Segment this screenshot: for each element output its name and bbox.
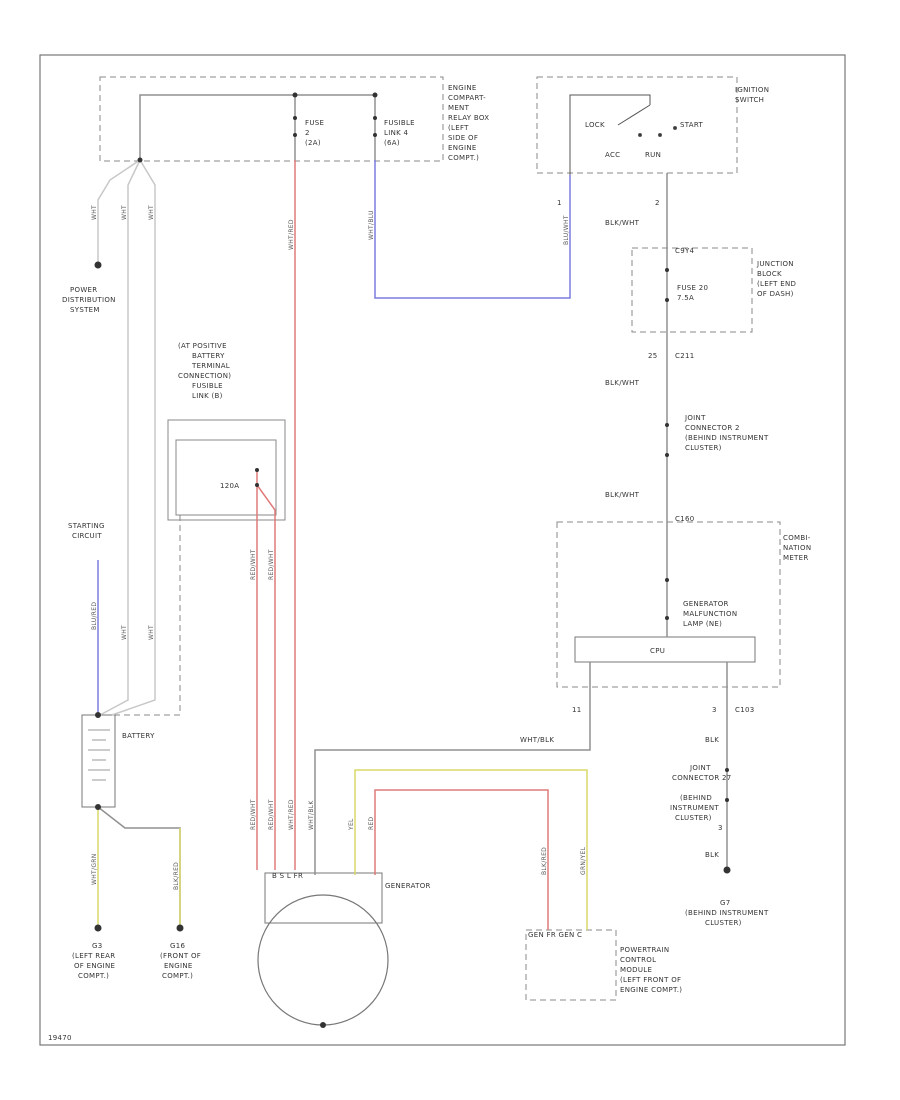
wire-label-blu-red: BLU/RED [91,602,98,630]
wire-label-wht-red-2: WHT/RED [288,799,295,830]
wire-120a-to-generator-2 [256,484,276,870]
cpu-label: CPU [650,647,665,655]
wire-label-wht-blu: WHT/BLU [368,210,375,240]
wire-label-wht-pd: WHT [91,205,98,220]
generator-label: GENERATOR [385,882,431,890]
wire-label-blk-1: BLK [705,736,719,744]
wire-label-yel: YEL [348,818,355,831]
ignition-switch-contacts [569,94,677,175]
wire-label-wht-grn: WHT/GRN [91,853,98,885]
splice-points [94,92,731,1028]
wire-label-red-wht-3: RED/WHT [250,799,257,830]
generator-terminal-block [264,872,383,924]
joint-connector-27-label: JOINT CONNECTOR 27 (BEHIND INSTRUMENT CL… [670,764,734,822]
wire-generator-fr-to-pcm [354,769,588,930]
wire-label-blu-wht: BLU/WHT [563,215,570,245]
wire-cpu-to-generator [314,662,591,875]
connector-jc27-pin: 3 [718,824,723,832]
battery-label: BATTERY [122,732,155,740]
wire-label-blk-red: BLK/RED [541,847,548,875]
connector-c9y4: C9Y4 [675,247,695,255]
wire-label-blk-wht-1: BLK/WHT [605,219,640,227]
connector-pin-25: 25 [648,352,658,360]
wire-label-blk-g16: BLK/RED [173,862,180,890]
fusible-link-box [167,419,286,521]
wire-generator-c-to-pcm [374,789,549,930]
wire-battery-to-g16 [97,806,181,925]
junction-block-label: JUNCTION BLOCK (LEFT END OF DASH) [756,260,799,298]
wire-to-power-distribution [97,159,141,265]
ignition-switch-outline [536,76,738,174]
wire-label-wht-b4: WHT [148,625,155,640]
connector-pin-11: 11 [572,706,582,714]
g16-label: G16 (FRONT OF ENGINE COMPT.) [160,942,204,980]
starting-circuit-label: STARTING CIRCUIT [68,522,107,540]
generator-symbol [257,894,389,1026]
wire-to-battery-1 [99,159,141,716]
ignition-switch-label: IGNITION SWITCH [735,86,772,104]
relay-box-bus-wire [139,94,375,160]
wire-label-red-wht-4: RED/WHT [268,799,275,830]
fuse-2-label: FUSE 2 (2A) [305,119,327,147]
pcm-pins-label: GEN FR GEN C [528,931,582,939]
connector-c211: C211 [675,352,694,360]
generator-terminals-label: B S L FR [272,872,303,880]
switch-run-label: RUN [645,151,661,159]
g3-label: G3 (LEFT REAR OF ENGINE COMPT.) [72,942,118,980]
connector-pin-3: 3 [712,706,717,714]
junction-block-outline [631,247,753,333]
wire-label-wht-b1: WHT [121,205,128,220]
wire-to-battery-2 [111,159,156,716]
cpu-box [574,636,756,663]
wire-label-blk-2: BLK [705,851,719,859]
engine-relay-box-outline [99,76,444,162]
fusible-link-4-label: FUSIBLE LINK 4 (6A) [384,119,417,147]
wire-label-red-wht-1: RED/WHT [250,549,257,580]
wire-label-blk-wht-2: BLK/WHT [605,379,640,387]
at-positive-label: (AT POSITIVE BATTERY TERMINAL CONNECTION… [178,342,234,400]
connector-c103: C103 [735,706,754,714]
joint-connector-2-label: JOINT CONNECTOR 2 (BEHIND INSTRUMENT CLU… [684,414,771,452]
wire-label-wht-blk-2: WHT/BLK [308,800,315,830]
battery-cells [88,729,110,781]
connector-c160: C160 [675,515,694,523]
battery-symbol [81,714,116,808]
pcm-outline [525,929,617,1001]
connector-ign-2: 2 [655,199,660,207]
wire-link4-to-ignition [374,160,571,299]
switch-acc-label: ACC [605,151,620,159]
wire-label-red: RED [368,816,375,830]
pcm-label: POWERTRAIN CONTROL MODULE (LEFT FRONT OF… [620,946,684,994]
fusible-120a-label: 120A [220,482,239,490]
footer-code: 19470 [48,1034,72,1042]
switch-start-label: START [680,121,704,129]
wire-label-grn-yel: GRN/YEL [580,846,587,875]
fuse-20-label: FUSE 20 7.5A [677,284,711,302]
power-distribution-label: POWER DISTRIBUTION SYSTEM [62,286,118,314]
connector-ign-1: 1 [557,199,562,207]
wire-label-wht-red: WHT/RED [288,219,295,250]
wire-label-wht-b3: WHT [121,625,128,640]
engine-relay-box-label: ENGINE COMPART- MENT RELAY BOX (LEFT SID… [448,84,492,162]
wire-label-wht-b2: WHT [148,205,155,220]
generator-lamp-label: GENERATOR MALFUNCTION LAMP (NE) [683,600,740,628]
switch-lock-label: LOCK [585,121,605,129]
wire-label-wht-blk: WHT/BLK [520,736,554,744]
combination-meter-outline [556,521,781,688]
power-distribution-terminal [94,261,102,269]
wire-label-red-wht-2: RED/WHT [268,549,275,580]
combination-meter-label: COMBI- NATION METER [783,534,814,562]
wire-label-blk-wht-3: BLK/WHT [605,491,640,499]
g7-label: G7 (BEHIND INSTRUMENT CLUSTER) [685,899,771,927]
diagram-frame [39,54,846,1046]
battery-connection-outline [100,515,181,716]
fusible-link-inner [175,439,277,516]
